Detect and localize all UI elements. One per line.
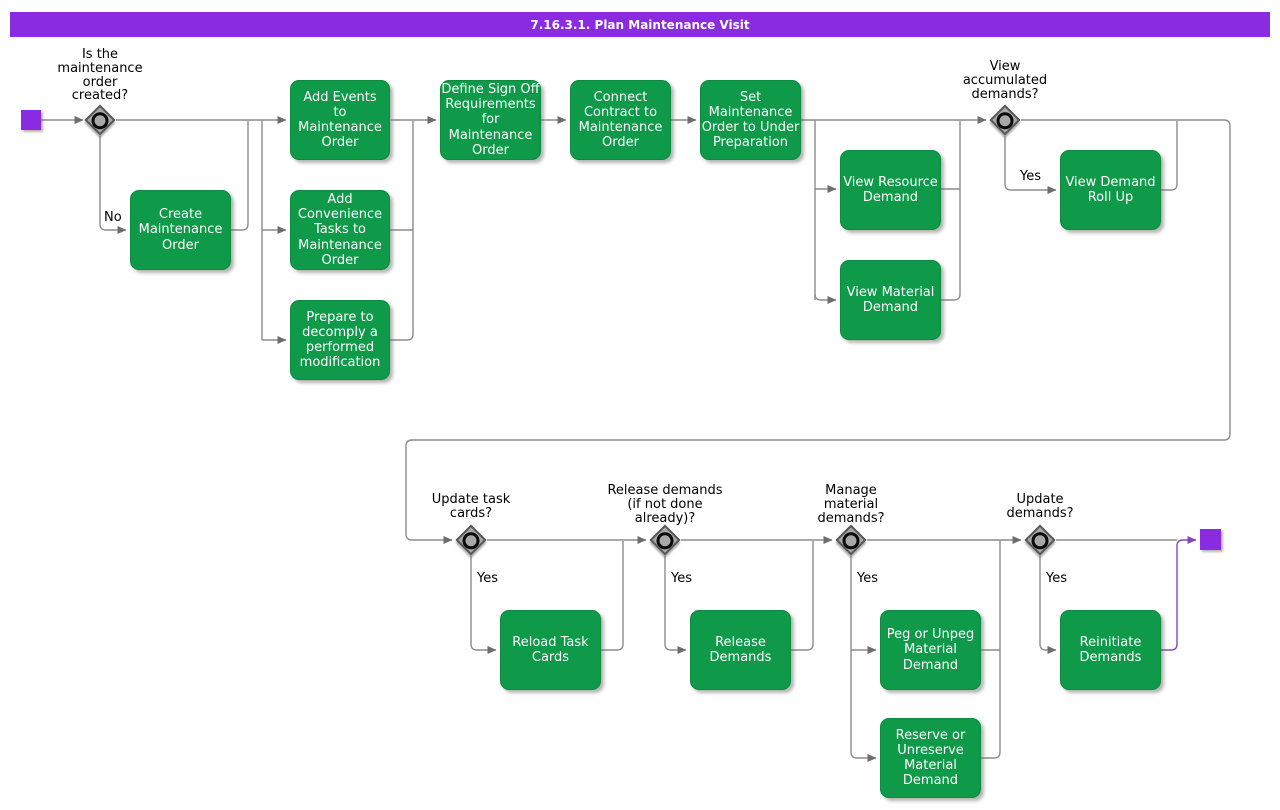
end-node xyxy=(1200,529,1221,550)
start-node xyxy=(21,110,41,130)
activity-peg-unpeg-material: Peg or Unpeg Material Demand xyxy=(880,610,981,690)
activity-view-material-demand: View Material Demand xyxy=(840,260,941,340)
activity-add-events: Add Events to Maintenance Order xyxy=(290,80,390,160)
activity-create-maintenance-order: Create Maintenance Order xyxy=(130,190,231,270)
decision-label-release-demands: Release demands (if not done already)? xyxy=(607,483,723,526)
edge-reinitiate-to-end xyxy=(1161,536,1197,651)
edges-purple-group xyxy=(1161,536,1197,651)
activity-define-signoff: Define Sign Off Requirements for Mainten… xyxy=(440,80,541,160)
edge-update-task-yes xyxy=(470,556,497,654)
edges-group xyxy=(41,116,1231,762)
decision-label-update-demands: Update demands? xyxy=(1006,492,1074,521)
edge-manage-yes-reserve xyxy=(850,556,877,762)
diagram-title: 7.16.3.1. Plan Maintenance Visit xyxy=(10,12,1270,37)
activity-release-demands: Release Demands xyxy=(690,610,791,690)
activity-view-demand-rollup: View Demand Roll Up xyxy=(1060,150,1161,230)
decision-label-update-task-cards: Update task cards? xyxy=(431,492,511,521)
edge-release-merge xyxy=(791,541,814,651)
edge-material-merge xyxy=(941,121,961,301)
activity-reinitiate-demands: Reinitiate Demands xyxy=(1060,610,1161,690)
activity-view-resource-demand: View Resource Demand xyxy=(840,150,941,230)
edge-long-to-update-task xyxy=(405,119,1231,544)
activity-connect-contract: Connect Contract to Maintenance Order xyxy=(570,80,671,160)
edge-label-no: No xyxy=(104,210,122,225)
edge-release-yes xyxy=(664,556,687,654)
decision-label-order-created: Is the maintenance order created? xyxy=(57,47,143,104)
edge-rollup-merge xyxy=(1161,121,1178,191)
edge-label-yes-update: Yes xyxy=(1046,571,1067,586)
edge-created-no-to-create-mo xyxy=(99,136,127,234)
activity-reserve-unreserve-material: Reserve or Unreserve Material Demand xyxy=(880,718,981,798)
decision-label-view-accumulated: View accumulated demands? xyxy=(962,59,1048,102)
activity-add-convenience: Add Convenience Tasks to Maintenance Ord… xyxy=(290,190,390,270)
edge-to-view-material xyxy=(814,293,837,304)
edge-reserve-merge xyxy=(981,541,1001,759)
edge-label-yes-manage: Yes xyxy=(857,571,878,586)
decision-label-manage-material: Manage material demands? xyxy=(817,483,885,526)
activity-reload-task-cards: Reload Task Cards xyxy=(500,610,601,690)
activity-prepare-decomply: Prepare to decomply a performed modifica… xyxy=(290,300,390,380)
activity-set-under-preparation: Set Maintenance Order to Under Preparati… xyxy=(700,80,801,160)
edge-create-mo-merge xyxy=(231,121,249,231)
edge-label-yes-reload: Yes xyxy=(477,571,498,586)
edge-merge-three-boxes xyxy=(390,121,414,341)
edge-update-demands-yes xyxy=(1039,556,1057,654)
edge-label-yes-release: Yes xyxy=(671,571,692,586)
edge-accumulated-yes xyxy=(1004,136,1057,194)
edge-label-yes-rollup: Yes xyxy=(1020,169,1041,184)
edge-reload-merge xyxy=(601,541,624,651)
